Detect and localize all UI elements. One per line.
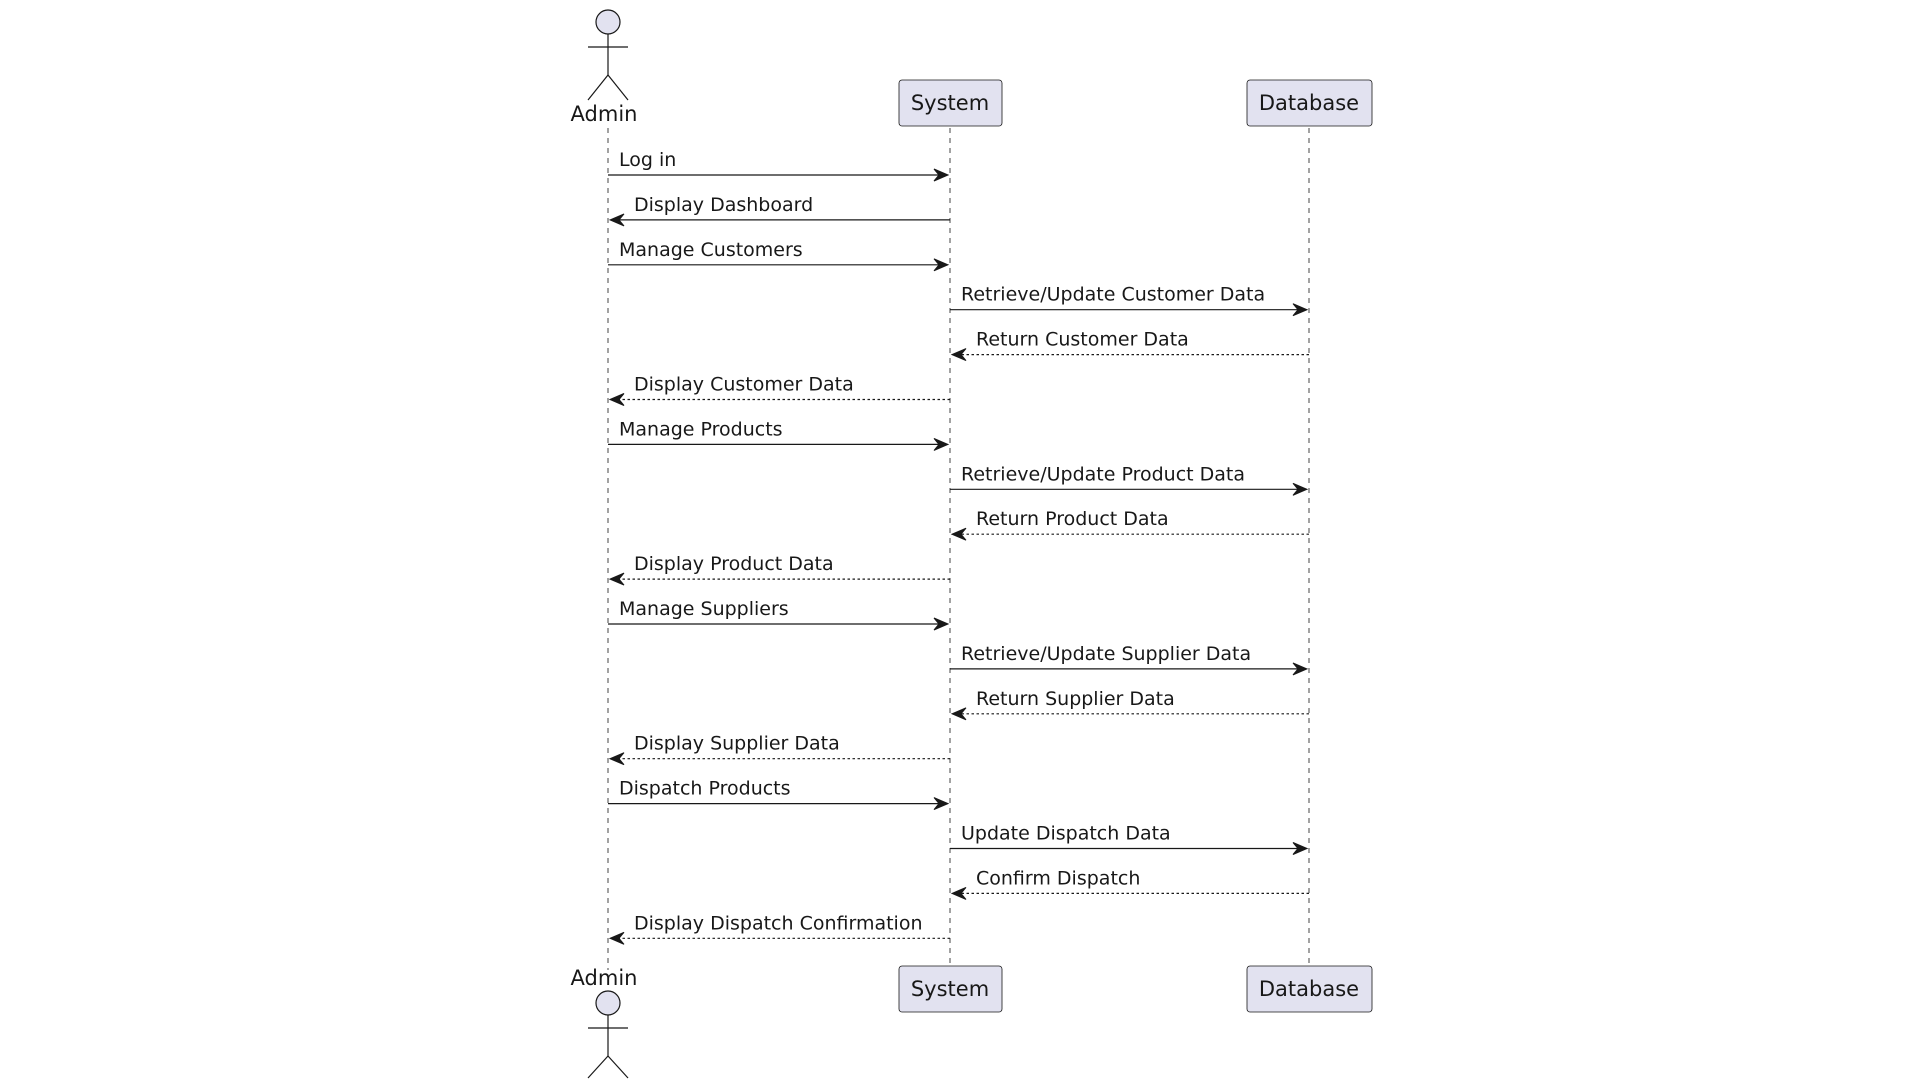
message-label: Retrieve/Update Supplier Data — [961, 643, 1251, 665]
admin-actor-top: Admin — [571, 9, 638, 126]
message-12: Retrieve/Update Supplier Data — [950, 643, 1309, 676]
message-14: Display Supplier Data — [608, 733, 950, 766]
arrowhead-icon — [950, 707, 967, 721]
participant-box — [898, 79, 1003, 127]
database-participant-top: Database — [1246, 79, 1373, 127]
message-label: Return Customer Data — [976, 329, 1189, 351]
arrowhead-icon — [1292, 662, 1309, 676]
message-15: Dispatch Products — [608, 778, 950, 811]
message-11: Manage Suppliers — [608, 598, 950, 631]
participant-box — [1246, 79, 1373, 127]
arrowhead-icon — [608, 752, 625, 766]
message-label: Retrieve/Update Product Data — [961, 463, 1245, 485]
arrowhead-icon — [933, 437, 950, 451]
message-label: Display Dashboard — [634, 194, 813, 216]
admin-actor-bottom: Admin — [571, 966, 638, 1079]
message-4: Retrieve/Update Customer Data — [950, 284, 1309, 317]
message-9: Return Product Data — [950, 508, 1309, 541]
message-label: Retrieve/Update Customer Data — [961, 284, 1265, 306]
arrowhead-icon — [950, 886, 967, 900]
actor-left-leg-icon — [587, 1055, 609, 1079]
system-participant-top: System — [898, 79, 1003, 127]
message-1: Log in — [608, 149, 950, 182]
admin-label-top: Admin — [571, 102, 638, 126]
message-label: Manage Customers — [619, 239, 803, 261]
message-label: Display Customer Data — [634, 374, 854, 396]
message-label: Display Supplier Data — [634, 733, 840, 755]
arrowhead-icon — [1292, 303, 1309, 317]
database-label-bottom: Database — [1259, 977, 1359, 1001]
message-label: Dispatch Products — [619, 778, 791, 800]
message-label: Display Dispatch Confirmation — [634, 912, 923, 934]
arrowhead-icon — [950, 527, 967, 541]
arrowhead-icon — [933, 168, 950, 182]
message-label: Manage Suppliers — [619, 598, 789, 620]
actor-head-icon — [595, 9, 621, 35]
database-label-top: Database — [1259, 91, 1359, 115]
message-label: Return Product Data — [976, 508, 1169, 530]
arrowhead-icon — [608, 393, 625, 406]
message-17: Confirm Dispatch — [950, 867, 1309, 900]
message-label: Display Product Data — [634, 553, 834, 575]
system-label-bottom: System — [911, 977, 989, 1001]
arrowhead-icon — [1292, 842, 1309, 855]
database-participant-bottom: Database — [1246, 965, 1373, 1013]
actor-left-leg-icon — [587, 74, 609, 101]
system-label-top: System — [911, 91, 989, 115]
message-2: Display Dashboard — [608, 194, 950, 227]
arrowhead-icon — [608, 572, 625, 586]
message-8: Retrieve/Update Product Data — [950, 463, 1309, 496]
message-16: Update Dispatch Data — [950, 823, 1309, 855]
arrowhead-icon — [608, 213, 625, 227]
actor-head-icon — [595, 990, 621, 1016]
admin-label-bottom: Admin — [571, 966, 638, 990]
message-13: Return Supplier Data — [950, 688, 1309, 721]
message-6: Display Customer Data — [608, 374, 950, 406]
arrowhead-icon — [608, 931, 625, 945]
arrowhead-icon — [933, 617, 950, 631]
actor-right-leg-icon — [607, 74, 629, 101]
arrowhead-icon — [933, 797, 950, 811]
message-label: Update Dispatch Data — [961, 823, 1171, 845]
message-7: Manage Products — [608, 418, 950, 451]
message-label: Manage Products — [619, 418, 783, 440]
arrowhead-icon — [933, 258, 950, 272]
message-label: Log in — [619, 149, 676, 171]
message-18: Display Dispatch Confirmation — [608, 912, 950, 945]
message-10: Display Product Data — [608, 553, 950, 586]
participant-box — [898, 965, 1003, 1013]
participant-box — [1246, 965, 1373, 1013]
message-3: Manage Customers — [608, 239, 950, 272]
message-label: Confirm Dispatch — [976, 867, 1140, 889]
system-participant-bottom: System — [898, 965, 1003, 1013]
arrowhead-icon — [950, 348, 967, 362]
actor-right-leg-icon — [607, 1055, 629, 1079]
message-5: Return Customer Data — [950, 329, 1309, 362]
arrowhead-icon — [1292, 482, 1309, 496]
message-label: Return Supplier Data — [976, 688, 1175, 710]
